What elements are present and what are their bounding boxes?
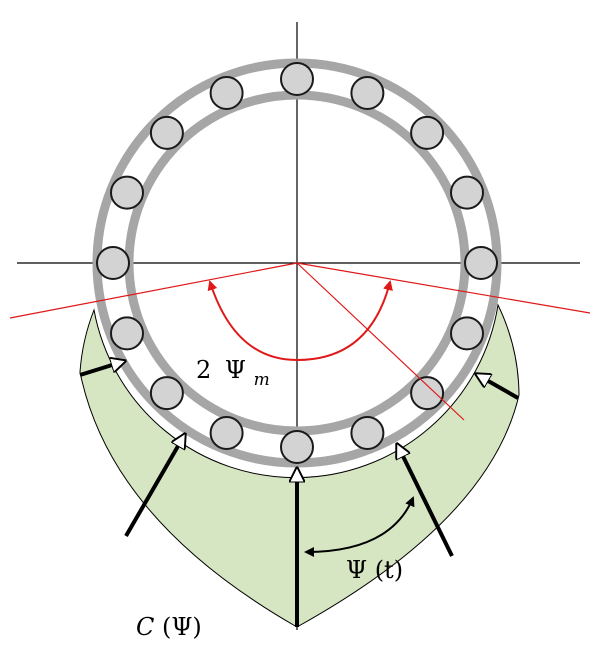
rolling-ball: [149, 376, 184, 411]
load-arrows: [79, 361, 519, 627]
rolling-ball: [280, 62, 314, 96]
rolling-ball: [450, 175, 484, 210]
rolling-ball: [96, 246, 130, 280]
rolling-ball: [350, 76, 385, 110]
load-arrow-2: [124, 434, 185, 538]
rolling-elements: [96, 62, 498, 464]
load-arrow-5: [476, 374, 519, 400]
rolling-ball: [280, 430, 314, 464]
rolling-ball: [110, 175, 144, 210]
angle-label-2psi-m: 2 Ψ m: [196, 356, 270, 390]
angle-label-psi-t: Ψ (t): [346, 556, 403, 584]
angle-boundary-right: [296, 262, 591, 314]
rolling-ball: [209, 76, 244, 110]
rolling-ball: [410, 115, 445, 150]
load-arrow-4: [397, 444, 454, 557]
angle-boundary-left: [9, 262, 298, 319]
rolling-ball: [450, 316, 484, 351]
rolling-ball: [149, 115, 184, 150]
reference-line-diagonal: [296, 262, 465, 421]
rolling-ball: [410, 376, 445, 411]
rolling-ball: [464, 246, 498, 280]
load-distribution-label: C (Ψ): [136, 613, 202, 641]
rolling-ball: [350, 416, 385, 450]
load-arrow-1: [79, 361, 125, 377]
angle-arc-2psi-m: [207, 280, 393, 362]
rolling-ball: [209, 416, 244, 450]
rolling-ball: [110, 316, 144, 351]
psi-t-angle-arrow: [304, 496, 415, 557]
